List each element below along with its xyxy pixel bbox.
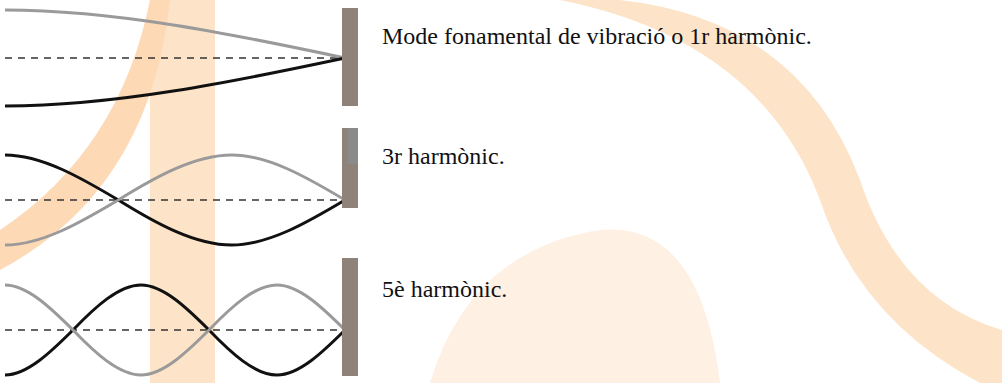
wave-curve [5, 10, 345, 58]
wave-curve [5, 155, 345, 245]
wall [342, 258, 358, 376]
harmonic-caption: 3r harmònic. [382, 142, 505, 170]
fundamental-mode [5, 8, 358, 106]
watermark-stroke [0, 0, 170, 270]
label-holder: 5è harmònic. [382, 275, 507, 303]
wall [342, 8, 358, 106]
wall [348, 128, 358, 164]
fifth-harmonic [5, 258, 358, 376]
wave-curve [5, 155, 345, 245]
wave-curve [5, 58, 345, 106]
wall [342, 128, 358, 208]
harmonic-caption: Mode fonamental de vibració o 1r harmòni… [382, 22, 812, 50]
wave-curve [5, 285, 345, 375]
rest-line [5, 57, 342, 59]
third-harmonic [5, 128, 358, 245]
wave-curve [5, 285, 345, 375]
watermark-curve [430, 229, 720, 383]
label-holder: Mode fonamental de vibració o 1r harmòni… [382, 22, 812, 50]
label-holder: 3r harmònic. [382, 142, 505, 170]
rest-line [5, 199, 342, 201]
rest-line [5, 329, 342, 331]
harmonic-caption: 5è harmònic. [382, 275, 507, 303]
